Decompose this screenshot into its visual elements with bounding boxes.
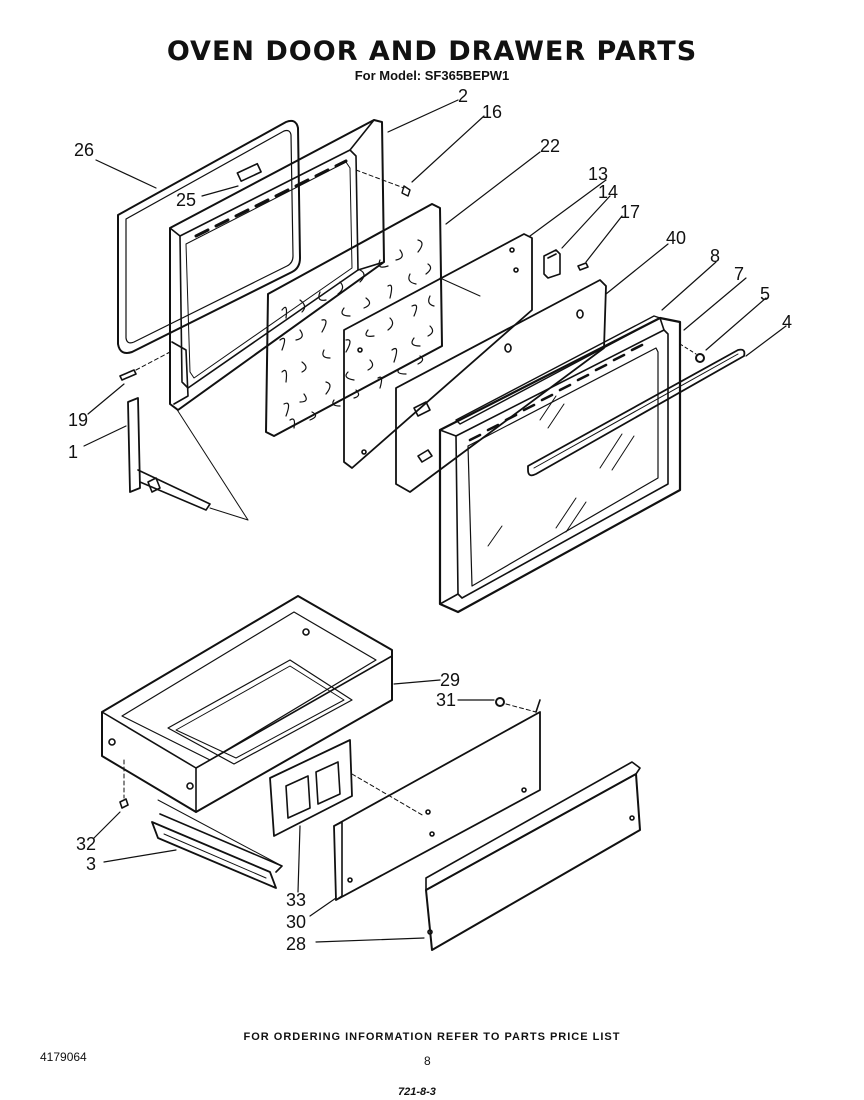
part-22-insulation xyxy=(266,204,442,436)
callout-labels: 2 16 26 25 22 13 14 17 40 8 7 5 4 19 1 2… xyxy=(68,86,792,954)
part-7-outer-door xyxy=(440,318,680,612)
part-3-drawer-slide xyxy=(152,800,282,888)
part-31-nut xyxy=(496,698,536,712)
part-40-inner-panel xyxy=(396,280,606,492)
callout-26: 26 xyxy=(74,140,94,160)
part-2-inner-door-frame xyxy=(170,120,384,410)
callout-8: 8 xyxy=(710,246,720,266)
part-33-drawer-bracket xyxy=(270,740,424,836)
callout-7: 7 xyxy=(734,264,744,284)
callout-31: 31 xyxy=(436,690,456,710)
callout-28: 28 xyxy=(286,934,306,954)
callout-30: 30 xyxy=(286,912,306,932)
part-13-heat-shield xyxy=(344,234,532,468)
part-4-door-handle xyxy=(528,350,744,476)
callout-13: 13 xyxy=(588,164,608,184)
callout-16: 16 xyxy=(482,102,502,122)
part-1-hinge xyxy=(128,398,248,520)
page-title: OVEN DOOR AND DRAWER PARTS xyxy=(166,36,698,67)
revision-code: 721-8-3 xyxy=(398,1086,436,1098)
callout-17: 17 xyxy=(620,202,640,222)
callout-22: 22 xyxy=(540,136,560,156)
callout-4: 4 xyxy=(782,312,792,332)
callout-40: 40 xyxy=(666,228,686,248)
callout-1: 1 xyxy=(68,442,78,462)
part-29-drawer-body xyxy=(102,596,392,812)
part-28-drawer-front xyxy=(426,762,640,950)
leader-lines xyxy=(84,100,786,942)
callout-3: 3 xyxy=(86,854,96,874)
callout-33: 33 xyxy=(286,890,306,910)
ordering-info-note: FOR ORDERING INFORMATION REFER TO PARTS … xyxy=(243,1031,621,1043)
model-subtitle: For Model: SF365BEPW1 xyxy=(354,68,510,83)
callout-2: 2 xyxy=(458,86,468,106)
part-32-screw xyxy=(120,760,128,808)
callout-19: 19 xyxy=(68,410,88,430)
part-14-bracket xyxy=(544,250,560,278)
page-number: 8 xyxy=(424,1054,431,1068)
document-number: 4179064 xyxy=(40,1050,87,1064)
part-26-door-gasket xyxy=(118,121,300,353)
part-19-screw xyxy=(120,352,170,380)
callout-32: 32 xyxy=(76,834,96,854)
callout-25: 25 xyxy=(176,190,196,210)
callout-29: 29 xyxy=(440,670,460,690)
callout-14: 14 xyxy=(598,182,618,202)
part-17-screw xyxy=(578,263,588,270)
part-5-nut xyxy=(680,344,704,362)
callout-5: 5 xyxy=(760,284,770,304)
part-16-screw xyxy=(356,170,410,196)
part-8-door-trim xyxy=(456,316,660,424)
part-30-drawer-inner-panel xyxy=(334,700,540,900)
